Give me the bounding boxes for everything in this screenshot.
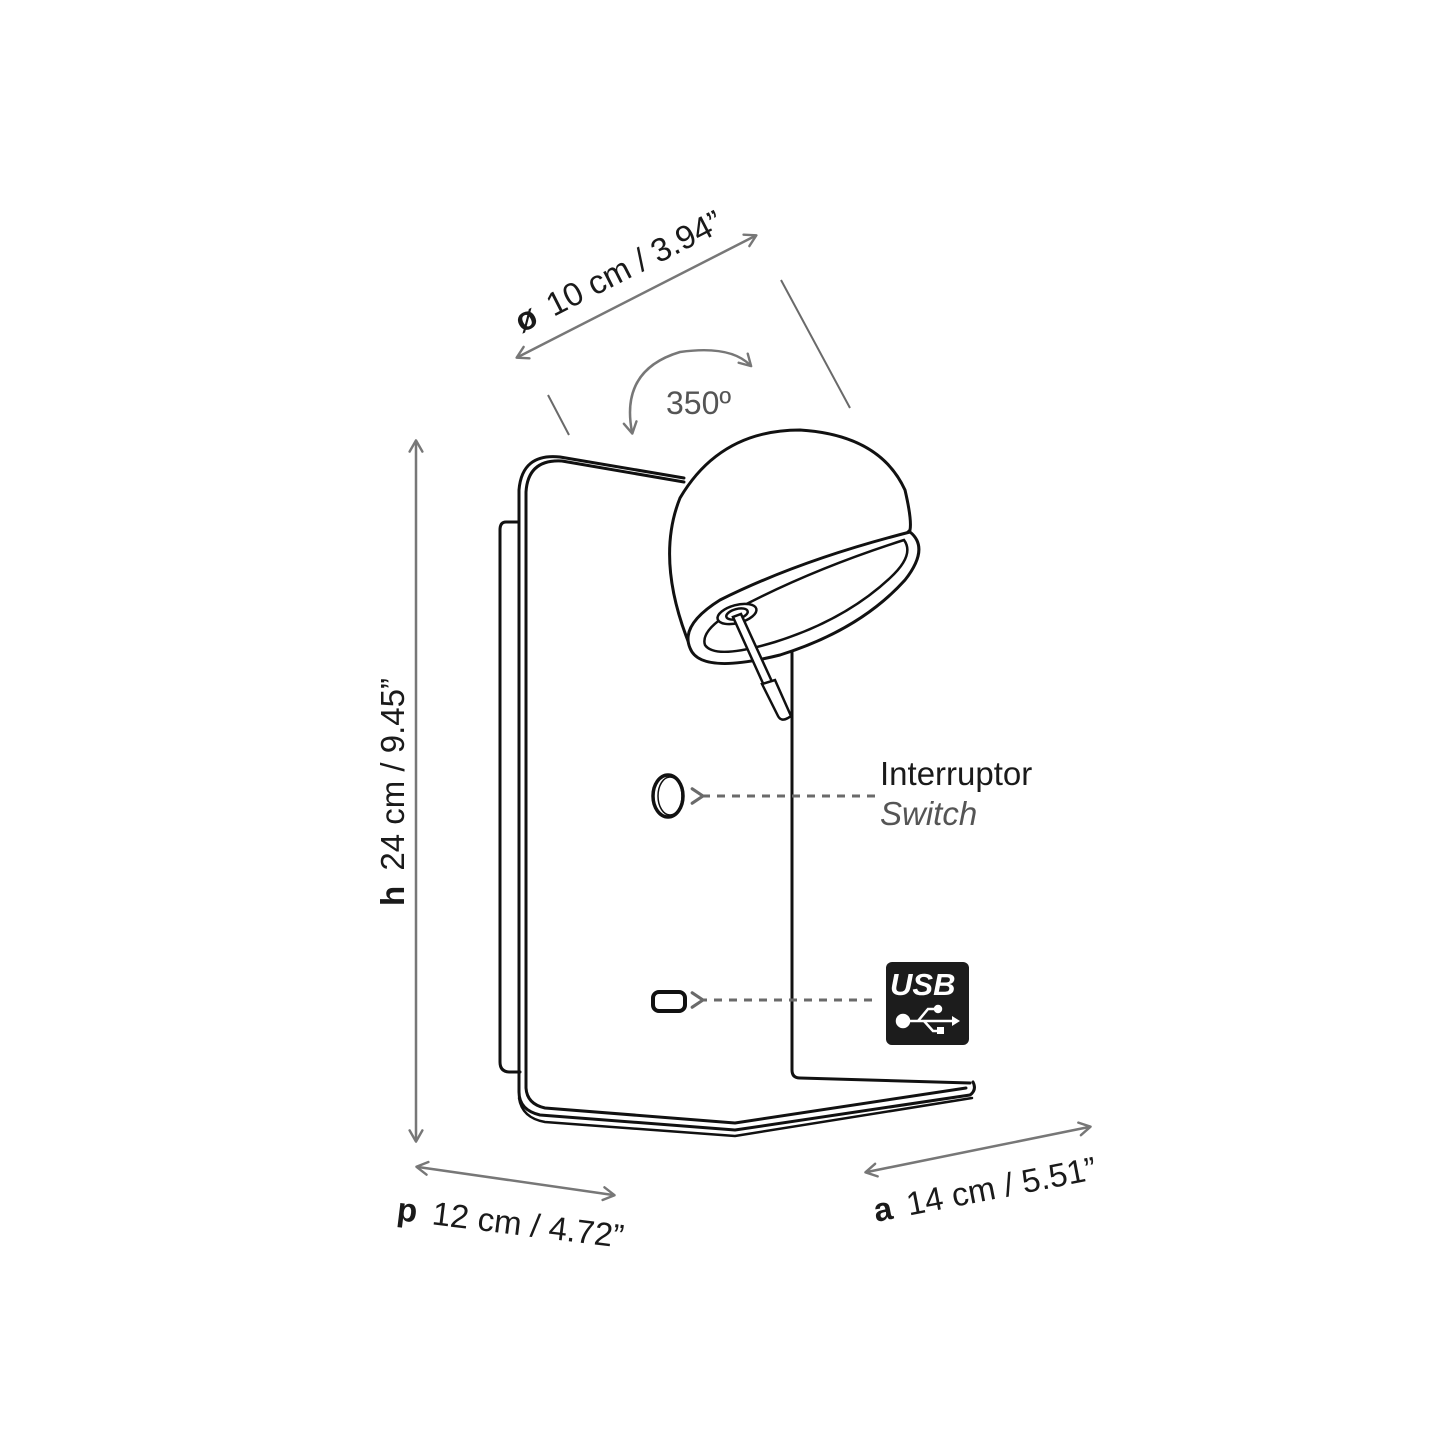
callout-lines	[690, 787, 875, 1009]
usb-port[interactable]	[651, 990, 687, 1013]
depth-label: p 12 cm / 4.72”	[395, 1190, 626, 1255]
diameter-prefix: ø	[508, 297, 544, 340]
width-label: a 14 cm / 5.51”	[870, 1149, 1099, 1228]
width-dimension-line	[864, 1121, 1092, 1178]
switch-button[interactable]	[651, 773, 685, 819]
height-prefix: h	[374, 886, 411, 906]
width-prefix: a	[870, 1189, 896, 1229]
base-bottom-edge	[517, 1096, 974, 1138]
diameter-extension-right	[780, 279, 851, 409]
reading-arm	[716, 602, 793, 721]
panel-right-edge	[790, 646, 972, 1085]
arm-tip	[760, 678, 793, 721]
depth-dimension-line	[415, 1160, 616, 1202]
height-label: h 24 cm / 9.45”	[374, 678, 411, 906]
diameter-label: ø 10 cm / 3.94”	[508, 203, 728, 339]
wall-mount-plate	[498, 520, 522, 1074]
lamp-body	[498, 455, 976, 1138]
rotation-arc	[622, 348, 753, 435]
diameter-extension-left	[547, 394, 570, 436]
depth-prefix: p	[395, 1190, 420, 1229]
depth-value: 12 cm / 4.72”	[430, 1195, 626, 1255]
height-value: 24 cm / 9.45”	[374, 678, 411, 871]
lamp-shade	[668, 428, 921, 665]
rotation-label: 350º	[666, 385, 731, 421]
width-value: 14 cm / 5.51”	[903, 1149, 1099, 1222]
back-panel-inner-edge	[524, 459, 968, 1125]
usb-trident-icon	[895, 1004, 960, 1034]
usb-badge: USB	[886, 962, 969, 1045]
dimension-lines	[408, 233, 1092, 1202]
usb-badge-label: USB	[890, 967, 955, 1002]
switch-callout-subtitle: Switch	[880, 795, 977, 832]
switch-callout-title: Interruptor	[880, 755, 1032, 792]
shade-rim-inner	[703, 538, 909, 654]
back-panel-outer-edge	[517, 455, 976, 1132]
diameter-dimension-line	[515, 233, 758, 360]
